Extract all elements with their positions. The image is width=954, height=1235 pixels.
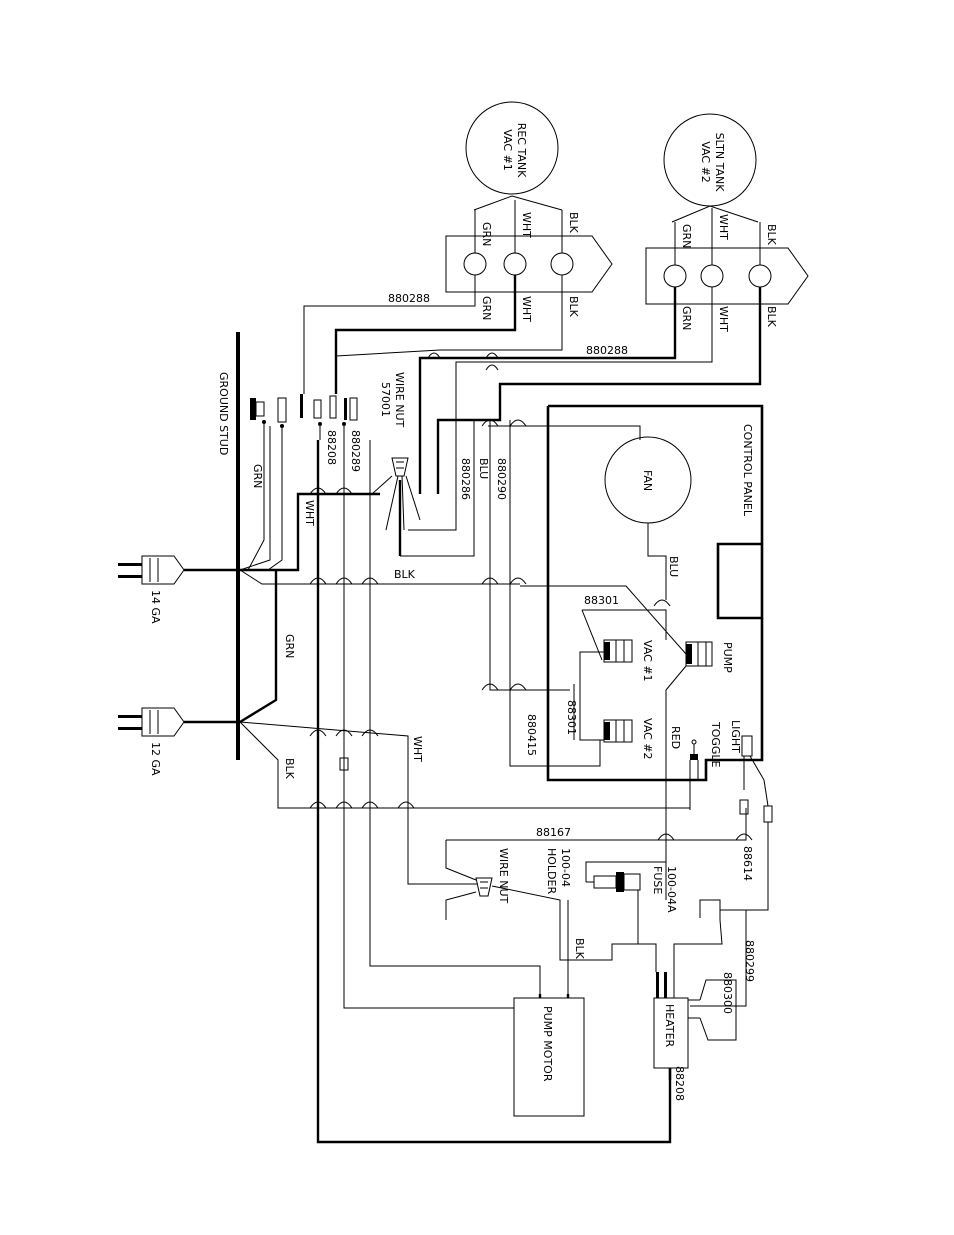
pump-motor-label: PUMP MOTOR [541, 1006, 554, 1082]
wht-label-cord1: WHT [303, 500, 316, 526]
grn-label-cord2: GRN [283, 634, 296, 658]
rec-tank-connector [445, 200, 613, 293]
rec-wht-top: WHT [520, 212, 533, 238]
pump-switch [685, 641, 713, 667]
blu-label-fan: BLU [667, 556, 680, 577]
fuse-part: 100-04A [665, 866, 678, 913]
part-88301-bottom: 88301 [565, 700, 578, 735]
gauge-14-label: 14 GA [149, 590, 162, 624]
ground-stud-label: GROUND STUD [217, 372, 230, 455]
heater-label: HEATER [663, 1004, 676, 1048]
vac-1-switch [603, 639, 633, 663]
pump-label: PUMP [721, 642, 734, 673]
part-880289: 880289 [349, 430, 362, 472]
plug-14ga [118, 555, 238, 585]
rec-grn-top: GRN [480, 222, 493, 246]
vac-2-switch [603, 719, 633, 743]
wire-nut-label-2: WIRE NUT [497, 848, 510, 903]
wire-nut-label-1: WIRE NUT [393, 372, 406, 427]
light-label: LIGHT [729, 720, 742, 753]
sltn-wht-top: WHT [717, 214, 730, 240]
rec-tank-label: REC TANK [515, 123, 528, 178]
rec-tank-vac-1: REC TANK VAC #1 [465, 101, 559, 195]
part-880299: 880299 [743, 940, 756, 982]
light [741, 735, 765, 790]
part-88208-stud: 88208 [325, 430, 338, 465]
holder-part: 100-04 [559, 848, 572, 887]
plug-12ga [118, 707, 238, 737]
sltn-tank-vac-label: VAC #2 [699, 141, 712, 183]
part-880288-mid: 880288 [586, 344, 628, 357]
sltn-blk-bot: BLK [765, 306, 778, 328]
part-880300: 880300 [721, 972, 734, 1014]
fuse-holder [585, 861, 666, 892]
sltn-grn-top: GRN [680, 224, 693, 248]
part-88167: 88167 [536, 826, 571, 839]
control-panel [546, 404, 764, 782]
wire-nut-57001 [371, 457, 421, 531]
part-880415: 880415 [525, 714, 538, 756]
part-880286: 880286 [459, 458, 472, 500]
grn-stud-label: GRN [251, 464, 264, 488]
wire-nut-bottom [445, 840, 561, 920]
rec-tank-vac-label: VAC #1 [501, 129, 514, 171]
toggle-switch [689, 739, 699, 810]
blu-label-left: BLU [477, 458, 490, 479]
vac-1-label: VAC #1 [641, 640, 654, 682]
rec-grn-bot: GRN [480, 296, 493, 320]
rec-blk-top: BLK [567, 212, 580, 234]
vac-2-label: VAC #2 [641, 718, 654, 760]
heater [653, 972, 700, 1069]
sltn-tank-label: SLTN TANK [713, 133, 726, 193]
wht-label-cord2: WHT [411, 736, 424, 762]
blk-label-motor: BLK [573, 938, 586, 960]
fuse-label: FUSE [651, 866, 664, 894]
sltn-wht-bot: WHT [717, 306, 730, 332]
blk-label-cord1: BLK [394, 568, 416, 581]
blk-label-cord2: BLK [283, 758, 296, 780]
holder-label: HOLDER [545, 848, 558, 894]
sltn-grn-bot: GRN [680, 306, 693, 330]
sltn-tank-vac-2: SLTN TANK VAC #2 [663, 113, 757, 207]
part-880288-top: 880288 [388, 292, 430, 305]
part-88208-heater: 88208 [673, 1066, 686, 1101]
rec-wht-bot: WHT [520, 296, 533, 322]
gauge-12-label: 12 GA [149, 742, 162, 776]
rec-blk-bot: BLK [567, 296, 580, 318]
fan: FAN [604, 436, 692, 524]
fan-label: FAN [641, 470, 654, 491]
part-88614: 88614 [741, 846, 754, 881]
part-88301-top: 88301 [584, 594, 619, 607]
pump-motor [513, 994, 585, 1117]
part-880290: 880290 [495, 458, 508, 500]
ground-stud-bar [236, 332, 358, 760]
sltn-blk-top: BLK [765, 224, 778, 246]
control-panel-label: CONTROL PANEL [741, 424, 754, 517]
part-57001: 57001 [379, 382, 392, 417]
red-label: RED [669, 726, 682, 749]
toggle-label: TOGGLE [709, 721, 722, 768]
